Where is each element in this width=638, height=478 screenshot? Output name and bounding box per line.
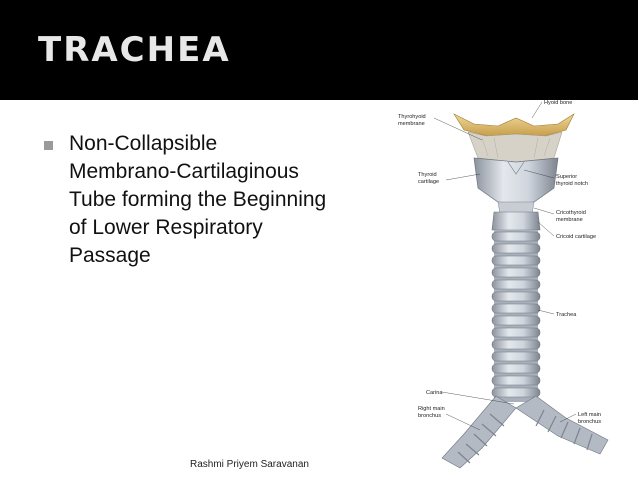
label-thyroid-1: Thyroid [418, 172, 437, 178]
label-right-bronchus-1: Right main [418, 406, 445, 412]
label-carina: Carina [426, 390, 443, 396]
left-main-bronchus-shape [515, 395, 609, 455]
label-superior-notch-2: thyroid notch [556, 181, 588, 187]
bullet-line-3: Tube forming the Beginning [69, 188, 327, 211]
label-thyrohyoid-1: Thyrohyoid [398, 114, 426, 120]
label-superior-notch-1: Superior [556, 174, 577, 180]
bullet-square-icon [44, 141, 53, 150]
bullet-line-2: Membrano-Cartilaginous [69, 160, 299, 183]
title-bar: TRACHEA [0, 0, 638, 100]
right-main-bronchus-shape [441, 395, 517, 469]
slide-title: TRACHEA [38, 30, 231, 70]
label-left-bronchus-2: bronchus [578, 419, 601, 425]
label-trachea: Trachea [556, 312, 577, 318]
cricoid-cartilage-shape [491, 211, 541, 231]
label-left-bronchus-1: Left main [578, 412, 601, 418]
bullet-line-5: Passage [69, 244, 151, 267]
trachea-illustration: Hyoid bone Thyrohyoid membrane Thyroid c… [398, 100, 609, 469]
label-cricothyroid-2: membrane [556, 217, 583, 223]
label-hyoid-bone: Hyoid bone [544, 100, 572, 106]
bullet-text: Non-Collapsible Membrano-Cartilaginous T… [69, 130, 369, 270]
label-right-bronchus-2: bronchus [418, 413, 441, 419]
label-thyrohyoid-2: membrane [398, 121, 425, 127]
label-cricothyroid-1: Cricothyroid [556, 210, 586, 216]
bullet-line-1: Non-Collapsible [69, 132, 218, 155]
label-cricoid: Cricoid cartilage [556, 234, 596, 240]
footer-author: Rashmi Priyem Saravanan [190, 459, 309, 470]
label-thyroid-2: cartilage [418, 179, 439, 185]
tracheal-rings [491, 231, 541, 398]
thyroid-cartilage-shape [473, 157, 559, 207]
thyrohyoid-membrane-shape [467, 131, 563, 163]
bullet-line-4: of Lower Respiratory [69, 216, 263, 239]
